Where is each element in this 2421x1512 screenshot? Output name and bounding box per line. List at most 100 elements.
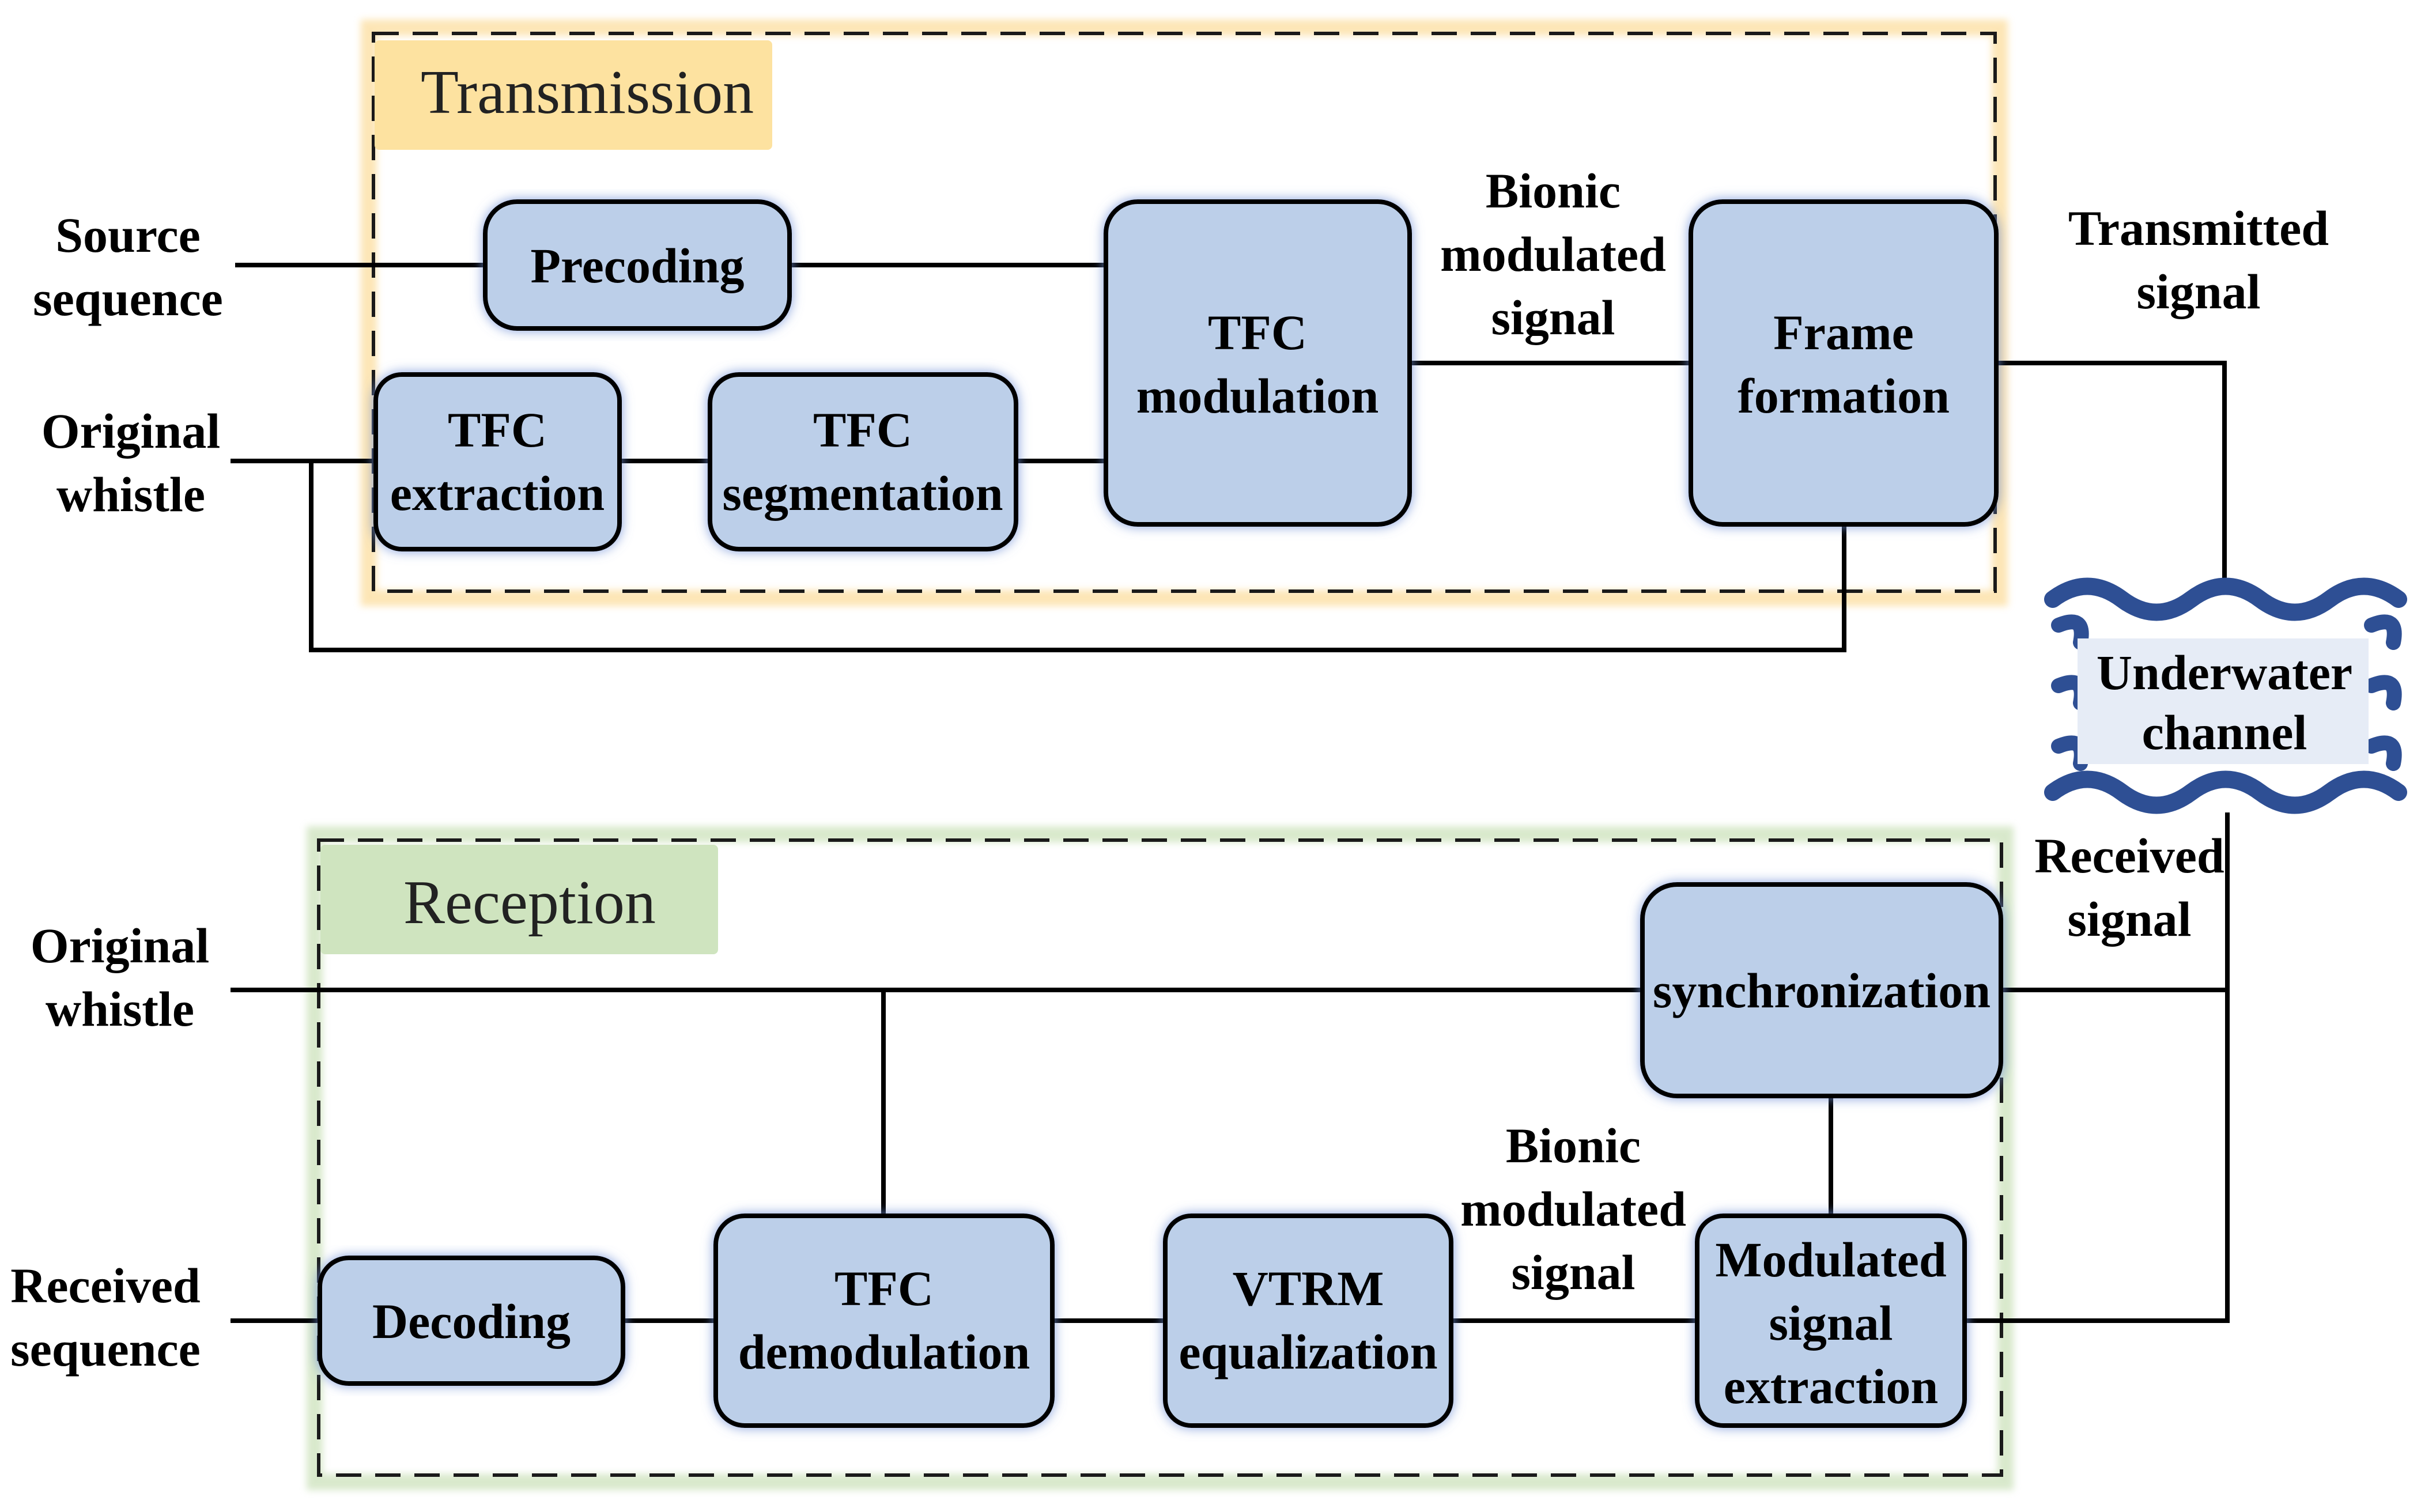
channel-wave-top	[2044, 577, 2407, 621]
vtrm-equalization-box	[1163, 1214, 1453, 1428]
svg-text:Decoding: Decoding	[372, 1294, 571, 1349]
reception-frame	[317, 838, 2003, 1477]
tfc-extraction-box	[373, 372, 622, 551]
svg-text:whistle: whistle	[56, 467, 205, 522]
svg-text:sequence: sequence	[10, 1321, 201, 1377]
received-signal-label: Received signal	[2034, 828, 2224, 947]
modulated-signal-extraction-label-3: extraction	[1724, 1359, 1939, 1414]
underwater-channel: Underwater channel	[2044, 577, 2407, 814]
original-whistle-rx-label: Original whistle	[31, 918, 210, 1037]
bionic-rx-line-2: modulated	[1460, 1181, 1686, 1237]
tfc-extraction-label-1: TFC	[448, 402, 547, 458]
tfc-segmentation-label-1: TFC	[813, 402, 912, 458]
original-whistle-rx-line-1: Original	[31, 918, 210, 973]
original-whistle-tx-label: Original whistle	[41, 403, 221, 522]
received-signal-line-2: signal	[2067, 891, 2191, 947]
svg-text:VTRM: VTRM	[1233, 1261, 1384, 1316]
precoding-label: Precoding	[530, 238, 744, 293]
connectors	[230, 263, 2230, 1323]
svg-text:modulated: modulated	[1440, 226, 1666, 282]
tfc-segmentation-label-2: segmentation	[722, 466, 1003, 521]
svg-text:synchronization: synchronization	[1653, 963, 1991, 1018]
svg-text:TFC: TFC	[448, 402, 547, 458]
tfc-extraction-label-2: extraction	[390, 466, 605, 521]
transmitted-signal-label: Transmitted signal	[2068, 201, 2329, 319]
svg-text:signal: signal	[1511, 1245, 1635, 1300]
svg-text:Transmitted: Transmitted	[2068, 201, 2329, 256]
transmission-title: Transmission	[421, 58, 754, 127]
tfc-segmentation-block: TFC segmentation	[708, 372, 1018, 551]
svg-text:Precoding: Precoding	[530, 238, 744, 293]
received-sequence-line-2: sequence	[10, 1321, 201, 1377]
synchronization-label: synchronization	[1653, 963, 1991, 1018]
frame-formation-label-1: Frame	[1773, 305, 1914, 360]
modulated-signal-extraction-label-1: Modulated	[1715, 1232, 1946, 1287]
underwater-channel-label-2: channel	[2142, 705, 2307, 760]
frame-formation-block: Frame formation	[1689, 199, 1999, 527]
received-signal-line-1: Received	[2034, 828, 2224, 883]
svg-text:formation: formation	[1738, 368, 1950, 424]
bionic-rx-label: Bionic modulated signal	[1460, 1118, 1686, 1300]
received-sequence-line-1: Received	[10, 1258, 201, 1313]
vtrm-equalization-block: VTRM equalization	[1163, 1214, 1453, 1428]
svg-text:Received: Received	[2034, 828, 2224, 883]
svg-text:extraction: extraction	[1724, 1359, 1939, 1414]
transmission-frame-glow	[361, 20, 2008, 606]
modulated-signal-extraction-block: Modulated signal extraction	[1695, 1214, 1967, 1428]
svg-text:Received: Received	[10, 1258, 201, 1313]
reception-group: Reception	[307, 826, 2014, 1490]
original-whistle-tx-line-2: whistle	[56, 467, 205, 522]
bionic-rx-line-1: Bionic	[1506, 1118, 1641, 1173]
tfc-segmentation-box	[708, 372, 1018, 551]
svg-text:Underwater: Underwater	[2097, 645, 2352, 700]
received-sequence-label: Received sequence	[10, 1258, 201, 1377]
svg-text:Bionic: Bionic	[1486, 163, 1621, 218]
synchronization-box	[1640, 882, 2003, 1098]
tfc-demodulation-block: TFC demodulation	[713, 1214, 1055, 1428]
source-sequence-label: Source sequence	[33, 207, 223, 326]
decoding-block: Decoding	[318, 1256, 625, 1386]
svg-text:modulated: modulated	[1460, 1181, 1686, 1237]
tfc-demodulation-label-1: TFC	[834, 1261, 934, 1316]
decoding-label: Decoding	[372, 1294, 571, 1349]
tfc-extraction-block: TFC extraction	[373, 372, 622, 551]
svg-text:sequence: sequence	[33, 271, 223, 326]
svg-text:equalization: equalization	[1179, 1324, 1437, 1379]
svg-text:segmentation: segmentation	[722, 466, 1003, 521]
svg-text:extraction: extraction	[390, 466, 605, 521]
tfc-modulation-box	[1104, 199, 1412, 527]
underwater-channel-label-1: Underwater	[2097, 645, 2352, 700]
original-whistle-rx-line-2: whistle	[46, 981, 194, 1037]
svg-text:Original: Original	[31, 918, 210, 973]
bionic-tx-label: Bionic modulated signal	[1440, 163, 1666, 345]
svg-text:Original: Original	[41, 403, 221, 459]
vtrm-equalization-label-2: equalization	[1179, 1324, 1437, 1379]
tfc-modulation-label-1: TFC	[1208, 305, 1307, 360]
bionic-tx-line-2: modulated	[1440, 226, 1666, 282]
precoding-block: Precoding	[483, 199, 792, 331]
svg-text:TFC: TFC	[834, 1261, 934, 1316]
svg-text:Source: Source	[55, 207, 201, 263]
svg-text:signal: signal	[2136, 264, 2260, 319]
frame-formation-label-2: formation	[1738, 368, 1950, 424]
channel-label-bg	[2078, 638, 2369, 764]
reception-label-bg	[320, 845, 718, 954]
tfc-modulation-block: TFC modulation	[1104, 199, 1412, 527]
arrow-frame-to-channel	[1996, 361, 2227, 580]
reception-frame-glow	[307, 826, 2014, 1490]
svg-text:modulation: modulation	[1136, 368, 1379, 424]
arrow-whistle-bypass-to-frame	[309, 461, 1846, 652]
channel-wave-bottom	[2044, 770, 2407, 814]
frame-formation-box	[1689, 199, 1999, 527]
svg-text:TFC: TFC	[1208, 305, 1307, 360]
source-sequence-line-2: sequence	[33, 271, 223, 326]
bionic-rx-line-3: signal	[1511, 1245, 1635, 1300]
decoding-box	[318, 1256, 625, 1386]
reception-title: Reception	[403, 868, 656, 937]
arrow-channel-to-extraction	[1964, 990, 2230, 1323]
bionic-tx-line-3: signal	[1491, 290, 1615, 345]
svg-text:Modulated: Modulated	[1715, 1232, 1946, 1287]
svg-text:demodulation: demodulation	[738, 1324, 1030, 1379]
svg-text:signal: signal	[2067, 891, 2191, 947]
